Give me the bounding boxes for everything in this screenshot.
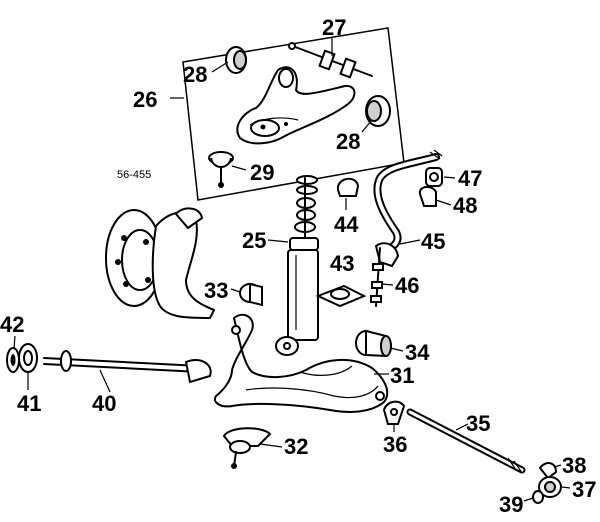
callout-33: 33: [204, 278, 228, 303]
callout-32: 32: [284, 434, 308, 459]
drive-shaft-40: [43, 350, 212, 384]
bearing-41: [18, 343, 38, 373]
callout-35: 35: [466, 411, 490, 436]
upper-ball-joint-29: [208, 151, 234, 188]
callout-28-left: 28: [183, 62, 207, 87]
callout-36: 36: [383, 432, 407, 457]
callout-45: 45: [421, 229, 445, 254]
upper-control-arm: [236, 66, 356, 145]
bushing-34: [355, 329, 392, 358]
bump-stop-44: [336, 177, 360, 197]
shock-mount-43: [315, 284, 367, 308]
callout-26: 26: [133, 87, 157, 112]
diagram-code: 56-455: [117, 169, 151, 181]
callout-labels: 26 27 28 28 29 56-455 25 44 47 48 45 43 …: [0, 15, 596, 517]
callout-31: 31: [390, 363, 414, 388]
callout-28-right: 28: [336, 129, 360, 154]
callout-46: 46: [395, 273, 419, 298]
callout-25: 25: [242, 228, 266, 253]
bushing-28-right: [365, 95, 391, 127]
callout-29: 29: [250, 160, 274, 185]
lower-control-arm-31: [214, 313, 389, 413]
strut-rod-35: [406, 408, 526, 474]
stabilizer-bushing-47: [425, 167, 443, 187]
stabilizer-link-46: [370, 247, 384, 307]
strut-bracket-36: [382, 400, 406, 425]
stabilizer-bracket-48: [418, 186, 437, 207]
strut-bushing-38: [538, 462, 558, 480]
leader-lines: [13, 38, 571, 502]
lower-ball-joint-32: [222, 427, 272, 469]
callout-42: 42: [0, 312, 24, 337]
callout-37: 37: [572, 477, 596, 502]
seal-42: [6, 347, 20, 373]
stabilizer-bar-45: [373, 149, 443, 268]
steering-knuckle-hub: [105, 207, 216, 320]
callout-48: 48: [453, 193, 477, 218]
strut-bushing-37: [538, 476, 562, 498]
callout-44: 44: [334, 212, 359, 237]
callout-27: 27: [322, 15, 346, 40]
pivot-shaft-27: [288, 42, 373, 79]
callout-34: 34: [405, 340, 430, 365]
bushing-33: [239, 282, 263, 307]
callout-40: 40: [92, 391, 116, 416]
callout-43: 43: [330, 251, 354, 276]
callout-39: 39: [499, 492, 523, 517]
shock-absorber-25: [275, 175, 319, 356]
bushing-28-left: [225, 46, 247, 74]
washer-39: [532, 490, 544, 504]
callout-47: 47: [458, 166, 482, 191]
callout-41: 41: [17, 391, 41, 416]
callout-38: 38: [562, 453, 586, 478]
